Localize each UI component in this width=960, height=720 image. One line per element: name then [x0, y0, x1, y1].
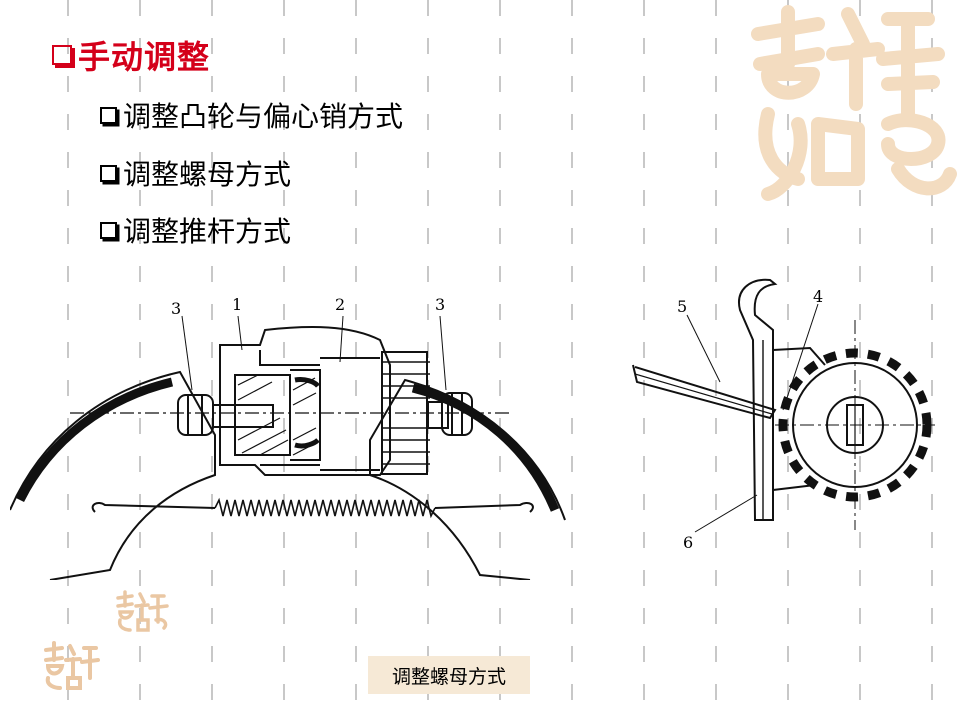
slide-title: 手动调整: [78, 38, 211, 76]
part-label: 3: [171, 299, 181, 318]
figure-caption: 调整螺母方式: [368, 656, 530, 694]
checkbox-bullet-icon: [52, 45, 72, 65]
calligraphy-seal-small-2: [44, 641, 100, 690]
calligraphy-seal-small: [116, 590, 169, 632]
bullet-text: 调整推杆方式: [123, 215, 292, 248]
part-label: 5: [677, 297, 687, 316]
bullet-item: 调整推杆方式: [100, 210, 291, 250]
slide-title-row: 手动调整: [52, 32, 210, 78]
bullet-item: 调整凸轮与偏心销方式: [100, 95, 403, 135]
bullet-text: 调整螺母方式: [123, 158, 292, 191]
part-label: 2: [335, 295, 345, 314]
checkbox-bullet-icon: [100, 106, 117, 124]
wheel-cylinder-figure: 3 1 2 3: [10, 295, 566, 580]
adjustment-wheel-figure: 5 4 6: [632, 278, 935, 552]
part-label: 3: [435, 295, 445, 314]
bullet-item: 调整螺母方式: [100, 153, 291, 193]
checkbox-bullet-icon: [100, 164, 117, 182]
figure-caption-text: 调整螺母方式: [391, 665, 506, 688]
checkbox-bullet-icon: [100, 221, 117, 239]
part-label: 1: [232, 295, 242, 314]
part-label: 4: [813, 287, 823, 306]
calligraphy-seal-large: [751, 5, 957, 201]
bullet-text: 调整凸轮与偏心销方式: [123, 100, 404, 133]
part-label: 6: [683, 533, 693, 552]
